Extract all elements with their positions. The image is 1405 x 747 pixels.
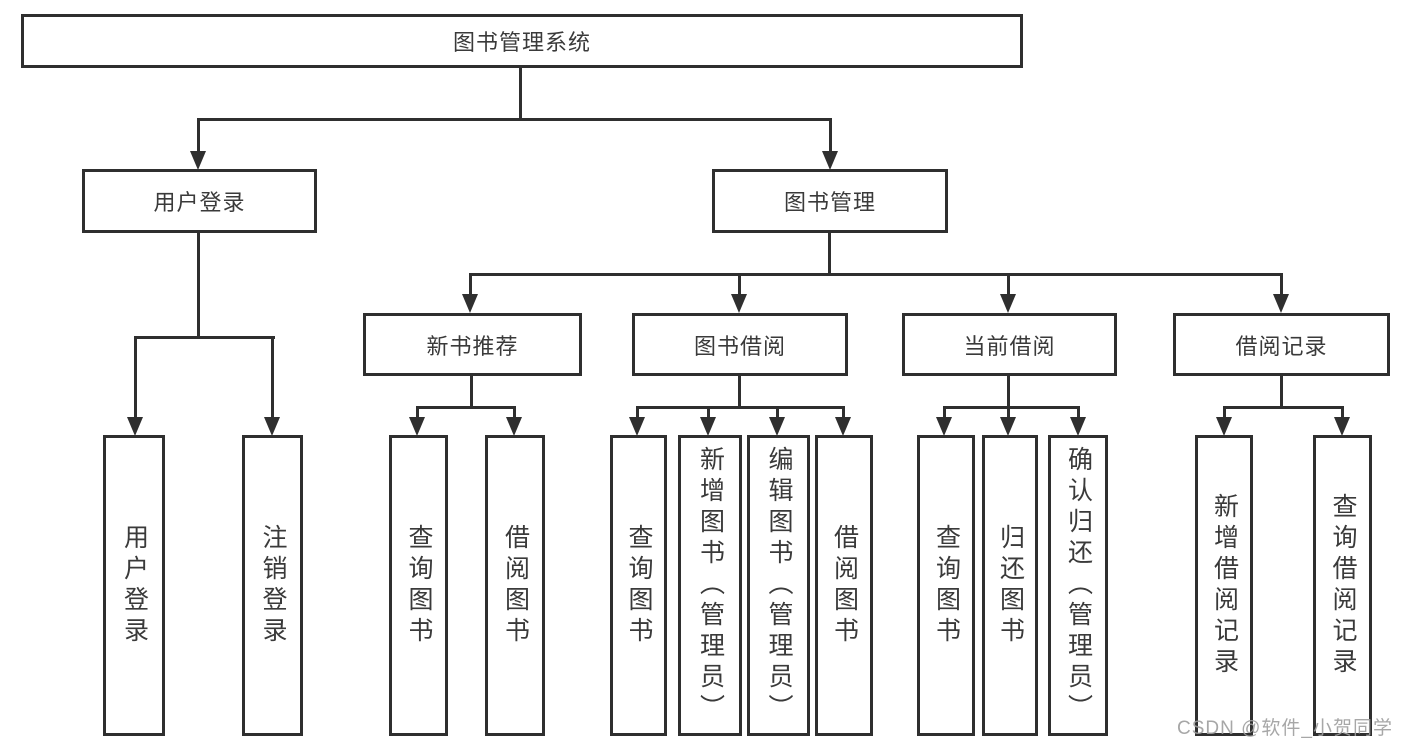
leaf-records-add-record-label: 新增借阅记录 <box>1210 492 1239 679</box>
arrowhead-book-borrowing <box>731 294 747 313</box>
node-root: 图书管理系统 <box>21 14 1023 68</box>
node-borrowing-records: 借阅记录 <box>1173 313 1390 376</box>
connector-bookmgmt-bar <box>469 273 1283 276</box>
connector-drop-new-book <box>469 273 472 296</box>
connector-newbook-bar <box>416 406 516 409</box>
leaf-records-query-record-label: 查询借阅记录 <box>1329 492 1357 679</box>
leaf-recommend-query-books: 查询图书 <box>389 435 448 736</box>
arrowhead-new-book <box>462 294 478 313</box>
leaf-current-query-books: 查询图书 <box>917 435 975 736</box>
leaf-current-confirm-return: 确认归还（管理员） <box>1048 435 1108 736</box>
connector-drop-leaf-user-login <box>134 336 137 419</box>
leaf-recommend-borrow-books: 借阅图书 <box>485 435 545 736</box>
leaf-borrow-add-books: 新增图书（管理员） <box>678 435 742 736</box>
node-new-book-recommend: 新书推荐 <box>363 313 582 376</box>
connector-root-bar <box>197 118 832 121</box>
arrowhead-bb-add <box>700 417 716 436</box>
leaf-borrow-borrow-books: 借阅图书 <box>815 435 873 736</box>
connector-userlogin-bar <box>134 336 275 339</box>
csdn-watermark: CSDN @软件_小贺同学 <box>1177 718 1393 739</box>
connector-currentborrow-stem <box>1007 376 1010 409</box>
leaf-recommend-borrow-books-label: 借阅图书 <box>501 523 530 648</box>
arrowhead-user-login <box>190 151 206 170</box>
connector-drop-bb-borrow <box>842 406 845 420</box>
connector-drop-leaf-logout <box>271 336 274 419</box>
leaf-borrow-query-books-label: 查询图书 <box>625 523 653 648</box>
leaf-borrow-edit-books-label: 编辑图书（管理员） <box>765 446 793 725</box>
connector-bookborrow-stem <box>738 376 741 409</box>
connector-bookmgmt-stem <box>828 233 831 276</box>
arrowhead-leaf-user-login <box>127 417 143 436</box>
connector-newbook-stem <box>470 376 473 409</box>
connector-drop-bb-add <box>707 406 710 420</box>
leaf-logout: 注销登录 <box>242 435 303 736</box>
leaf-recommend-query-books-label: 查询图书 <box>405 523 433 648</box>
arrowhead-cb-return <box>1000 417 1016 436</box>
arrowhead-cb-query <box>936 417 952 436</box>
arrowhead-cb-confirm <box>1070 417 1086 436</box>
connector-records-bar <box>1223 406 1344 409</box>
arrowhead-nb-borrow <box>506 417 522 436</box>
connector-records-stem <box>1280 376 1283 409</box>
node-current-borrowing: 当前借阅 <box>902 313 1117 376</box>
leaf-user-login-label: 用户登录 <box>120 523 149 648</box>
connector-root-stem <box>519 68 522 121</box>
arrowhead-book-management <box>822 151 838 170</box>
leaf-user-login: 用户登录 <box>103 435 165 736</box>
leaf-records-query-record: 查询借阅记录 <box>1313 435 1372 736</box>
arrowhead-current-borrowing <box>1000 294 1016 313</box>
arrowhead-br-add <box>1216 417 1232 436</box>
connector-drop-book-borrowing <box>738 273 741 296</box>
leaf-current-confirm-return-label: 确认归还（管理员） <box>1064 446 1093 725</box>
connector-drop-nb-query <box>416 406 419 420</box>
arrowhead-bb-borrow <box>835 417 851 436</box>
leaf-borrow-borrow-books-label: 借阅图书 <box>830 523 859 648</box>
leaf-borrow-edit-books: 编辑图书（管理员） <box>747 435 810 736</box>
leaf-current-return-books: 归还图书 <box>982 435 1038 736</box>
leaf-logout-label: 注销登录 <box>259 523 287 648</box>
leaf-borrow-query-books: 查询图书 <box>610 435 667 736</box>
node-book-management-group: 图书管理 <box>712 169 948 233</box>
connector-drop-cb-query <box>943 406 946 420</box>
node-user-login-group: 用户登录 <box>82 169 317 233</box>
connector-drop-book-management <box>829 118 832 153</box>
arrowhead-br-query <box>1334 417 1350 436</box>
connector-drop-cb-confirm <box>1077 406 1080 420</box>
connector-drop-cb-return <box>1007 406 1010 420</box>
arrowhead-borrowing-records <box>1273 294 1289 313</box>
leaf-borrow-add-books-label: 新增图书（管理员） <box>696 446 725 725</box>
arrowhead-bb-edit <box>769 417 785 436</box>
connector-currentborrow-bar <box>943 406 1080 409</box>
connector-drop-br-add <box>1223 406 1226 420</box>
leaf-records-add-record: 新增借阅记录 <box>1195 435 1253 736</box>
connector-drop-bb-edit <box>776 406 779 420</box>
connector-drop-br-query <box>1341 406 1344 420</box>
connector-drop-current-borrowing <box>1007 273 1010 296</box>
arrowhead-leaf-logout <box>264 417 280 436</box>
leaf-current-return-books-label: 归还图书 <box>996 523 1025 648</box>
connector-drop-user-login <box>197 118 200 153</box>
connector-drop-nb-borrow <box>513 406 516 420</box>
connector-drop-borrowing-records <box>1280 273 1283 296</box>
connector-userlogin-stem <box>197 233 200 339</box>
arrowhead-nb-query <box>409 417 425 436</box>
connector-drop-bb-query <box>636 406 639 420</box>
connector-bookborrow-bar <box>636 406 845 409</box>
arrowhead-bb-query <box>629 417 645 436</box>
leaf-current-query-books-label: 查询图书 <box>932 523 961 648</box>
node-book-borrowing: 图书借阅 <box>632 313 848 376</box>
